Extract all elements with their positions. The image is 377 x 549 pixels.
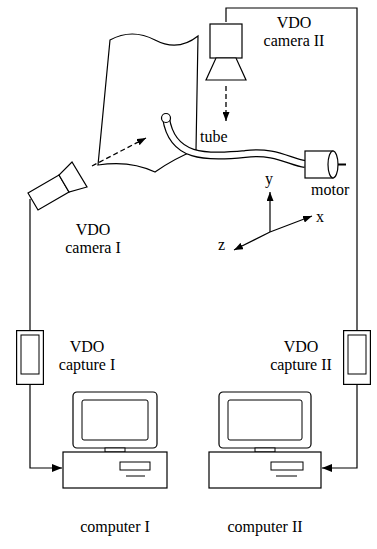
- capture-device-icon: [343, 330, 371, 385]
- computer: computer I: [62, 390, 168, 490]
- part-label: tube: [200, 128, 228, 146]
- axis-label: x: [316, 208, 324, 226]
- drive-slot: [276, 476, 297, 477]
- camera-cable: [29, 199, 30, 213]
- axis-y: [269, 192, 270, 232]
- camera: VDO camera I: [22, 155, 102, 213]
- signal-wire: [322, 385, 357, 468]
- camera-lens: [59, 162, 87, 192]
- device-label: VDO camera II: [256, 14, 332, 51]
- screen: [228, 400, 302, 440]
- device-label: VDO capture I: [52, 338, 122, 375]
- computer-icon: [208, 390, 322, 490]
- capture-device: VDO capture I: [16, 330, 44, 385]
- camera-icon: [204, 22, 248, 82]
- axis-label: z: [218, 236, 225, 254]
- part-label: motor: [311, 181, 349, 199]
- device-label: VDO camera I: [55, 221, 131, 258]
- capture-box: [344, 331, 371, 385]
- axis-z: [234, 232, 270, 250]
- capture-panel: [348, 335, 366, 374]
- capture-device: VDO capture II: [343, 330, 371, 385]
- camera-body: [210, 24, 242, 58]
- monitor: [73, 392, 157, 448]
- capture-box: [17, 331, 44, 385]
- monitor: [219, 392, 311, 448]
- signal-wire: [226, 8, 357, 330]
- device-label: computer II: [208, 518, 322, 536]
- computer-case: [63, 452, 167, 488]
- axis-label: y: [265, 170, 273, 188]
- tube-inner: [166, 118, 305, 164]
- motor-shaft: [338, 164, 346, 166]
- drive-slot: [271, 462, 303, 470]
- camera: VDO camera II: [204, 22, 248, 82]
- monitor-stand: [255, 448, 275, 452]
- monitor-stand: [105, 448, 125, 452]
- signal-wire: [29, 213, 30, 330]
- camera-icon: [22, 155, 102, 213]
- view-arrow: [225, 86, 226, 121]
- signal-wire: [30, 385, 62, 468]
- motor-end: [328, 151, 338, 178]
- device-label: computer I: [62, 518, 168, 536]
- tube-hole: [162, 114, 171, 123]
- computer-icon: [62, 390, 168, 490]
- computer: computer II: [208, 390, 322, 490]
- computer-case: [209, 452, 321, 488]
- capture-device-icon: [16, 330, 44, 385]
- axis-x: [270, 216, 312, 232]
- drive-slot: [120, 462, 150, 470]
- view-arrow: [92, 138, 146, 166]
- tube-outline: [166, 118, 305, 164]
- drive-slot: [126, 476, 145, 477]
- capture-panel: [21, 335, 39, 374]
- camera-lens: [206, 58, 246, 80]
- screen: [82, 400, 148, 440]
- device-label: VDO capture II: [265, 338, 337, 375]
